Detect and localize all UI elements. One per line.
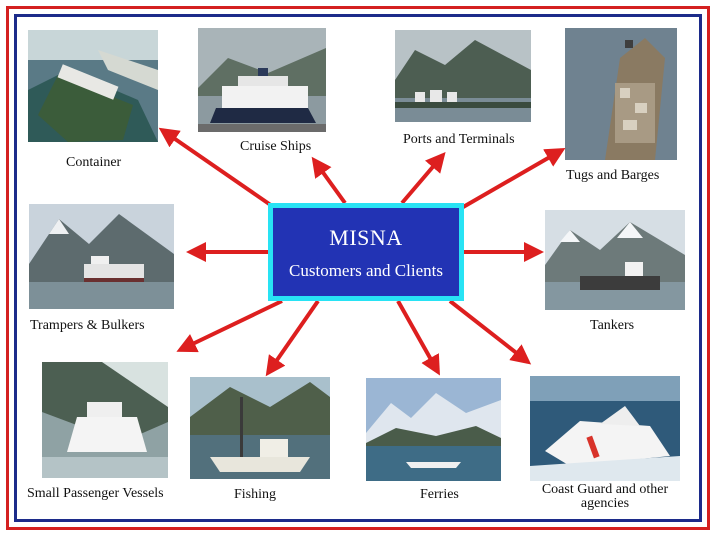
center-box-inner: MISNA Customers and Clients <box>273 208 459 296</box>
center-subtitle: Customers and Clients <box>289 261 443 280</box>
inner-blue-border <box>14 14 702 522</box>
center-box: MISNA Customers and Clients <box>268 203 464 301</box>
label-tankers: Tankers <box>590 318 635 333</box>
ferry-photo <box>366 378 501 481</box>
coast-guard-photo <box>530 376 680 481</box>
fishing-vessel-photo <box>190 377 330 479</box>
label-ports-terminals: Ports and Terminals <box>403 132 515 147</box>
label-coast-guard: Coast Guard and other agencies <box>541 482 669 511</box>
tanker-photo <box>545 210 685 310</box>
label-ferries: Ferries <box>420 487 459 502</box>
small-passenger-vessel-photo <box>42 362 168 478</box>
port-terminal-photo <box>395 30 531 122</box>
tug-barge-photo <box>565 28 677 160</box>
container-ship-photo <box>28 30 158 142</box>
tramper-bulker-photo <box>29 204 174 309</box>
label-trampers-bulkers: Trampers & Bulkers <box>30 318 145 333</box>
label-container: Container <box>66 155 122 170</box>
label-fishing: Fishing <box>234 487 277 502</box>
label-small-passenger: Small Passenger Vessels <box>27 486 164 501</box>
cruise-ship-photo <box>198 28 326 132</box>
label-cruise-ships: Cruise Ships <box>240 139 312 154</box>
center-title: MISNA <box>329 225 403 250</box>
label-tugs-barges: Tugs and Barges <box>566 168 660 183</box>
outer-red-border <box>6 6 710 530</box>
